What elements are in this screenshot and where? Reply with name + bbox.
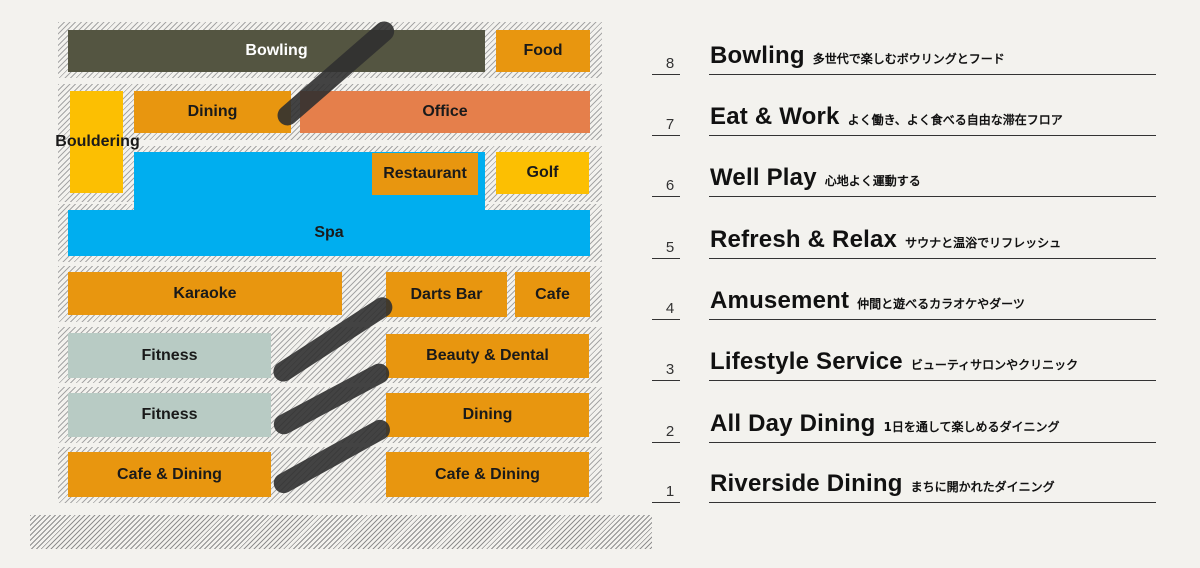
floor-row-4: 4 Amusement 仲間と遊べるカラオケやダーツ: [652, 280, 1156, 320]
room-bowling: Bowling: [68, 30, 485, 72]
floor-title-underline: [709, 380, 1156, 381]
floor-row-1: 1 Riverside Dining まちに開かれたダイニング: [652, 463, 1156, 503]
room-spa: Spa: [68, 210, 590, 256]
room-beauty-dental: Beauty & Dental: [386, 334, 589, 378]
floor-title: Amusement: [710, 287, 850, 314]
floor-description: 心地よく運動する: [824, 174, 921, 188]
room-fitness-3f: Fitness: [68, 333, 271, 378]
floor-number-underline: [652, 319, 680, 320]
floor-number: 6: [665, 177, 675, 194]
floor-number-underline: [652, 135, 680, 136]
floor-description: ビューティサロンやクリニック: [910, 358, 1079, 372]
floor-number: 8: [665, 55, 675, 72]
floor-title-underline: [709, 442, 1156, 443]
floor-title-underline: [709, 258, 1156, 259]
ground-hatch: [30, 515, 652, 549]
floor-title-underline: [709, 319, 1156, 320]
floor-title: Eat & Work: [710, 103, 840, 130]
floor-description: 多世代で楽しむボウリングとフード: [812, 52, 1005, 66]
floor-row-8: 8 Bowling 多世代で楽しむボウリングとフード: [652, 35, 1156, 75]
room-cafe-dining-left: Cafe & Dining: [68, 452, 271, 497]
floor-title-underline: [709, 135, 1156, 136]
room-cafe-dining-right: Cafe & Dining: [386, 452, 589, 497]
floor-title-underline: [709, 74, 1156, 75]
floor-number-underline: [652, 258, 680, 259]
floor-row-2: 2 All Day Dining 1日を通して楽しめるダイニング: [652, 403, 1156, 443]
floor-row-3: 3 Lifestyle Service ビューティサロンやクリニック: [652, 341, 1156, 381]
room-cafe: Cafe: [515, 272, 590, 317]
floor-title: All Day Dining: [710, 410, 876, 437]
floor-description: サウナと温浴でリフレッシュ: [905, 236, 1062, 250]
floor-row-5: 5 Refresh & Relax サウナと温浴でリフレッシュ: [652, 219, 1156, 259]
room-office: Office: [300, 91, 590, 133]
floor-title: Refresh & Relax: [710, 226, 898, 253]
floor-number: 2: [665, 423, 675, 440]
floor-number: 7: [665, 116, 675, 133]
room-food: Food: [496, 30, 590, 72]
floor-title-underline: [709, 502, 1156, 503]
floor-title: Riverside Dining: [710, 470, 903, 497]
room-karaoke: Karaoke: [68, 272, 342, 315]
floor-number-underline: [652, 502, 680, 503]
floor-description: まちに開かれたダイニング: [910, 480, 1055, 494]
room-dining-2f: Dining: [386, 393, 589, 437]
floor-row-6: 6 Well Play 心地よく運動する: [652, 157, 1156, 197]
floor-title-underline: [709, 196, 1156, 197]
floor-title: Lifestyle Service: [710, 348, 903, 375]
room-bouldering: [70, 91, 123, 193]
floor-number-underline: [652, 196, 680, 197]
floor-number: 4: [665, 300, 675, 317]
floor-description: 1日を通して楽しめるダイニング: [883, 420, 1060, 434]
floor-number: 1: [665, 483, 675, 500]
floor-number: 5: [665, 239, 675, 256]
room-golf: Golf: [496, 152, 589, 194]
room-restaurant: Restaurant: [372, 153, 478, 195]
room-darts-bar: Darts Bar: [386, 272, 507, 317]
floor-row-7: 7 Eat & Work よく働き、よく食べる自由な滞在フロア: [652, 96, 1156, 136]
floor-description: 仲間と遊べるカラオケやダーツ: [857, 297, 1025, 311]
floor-number: 3: [665, 361, 675, 378]
room-dining-7f: Dining: [134, 91, 291, 133]
floor-number-underline: [652, 74, 680, 75]
floor-title: Bowling: [710, 42, 805, 69]
floor-title: Well Play: [710, 164, 817, 191]
floor-description: よく働き、よく食べる自由な滞在フロア: [847, 113, 1063, 127]
room-fitness-2f: Fitness: [68, 393, 271, 437]
room-bouldering-label: Bouldering: [55, 133, 140, 150]
floor-number-underline: [652, 442, 680, 443]
floor-number-underline: [652, 380, 680, 381]
